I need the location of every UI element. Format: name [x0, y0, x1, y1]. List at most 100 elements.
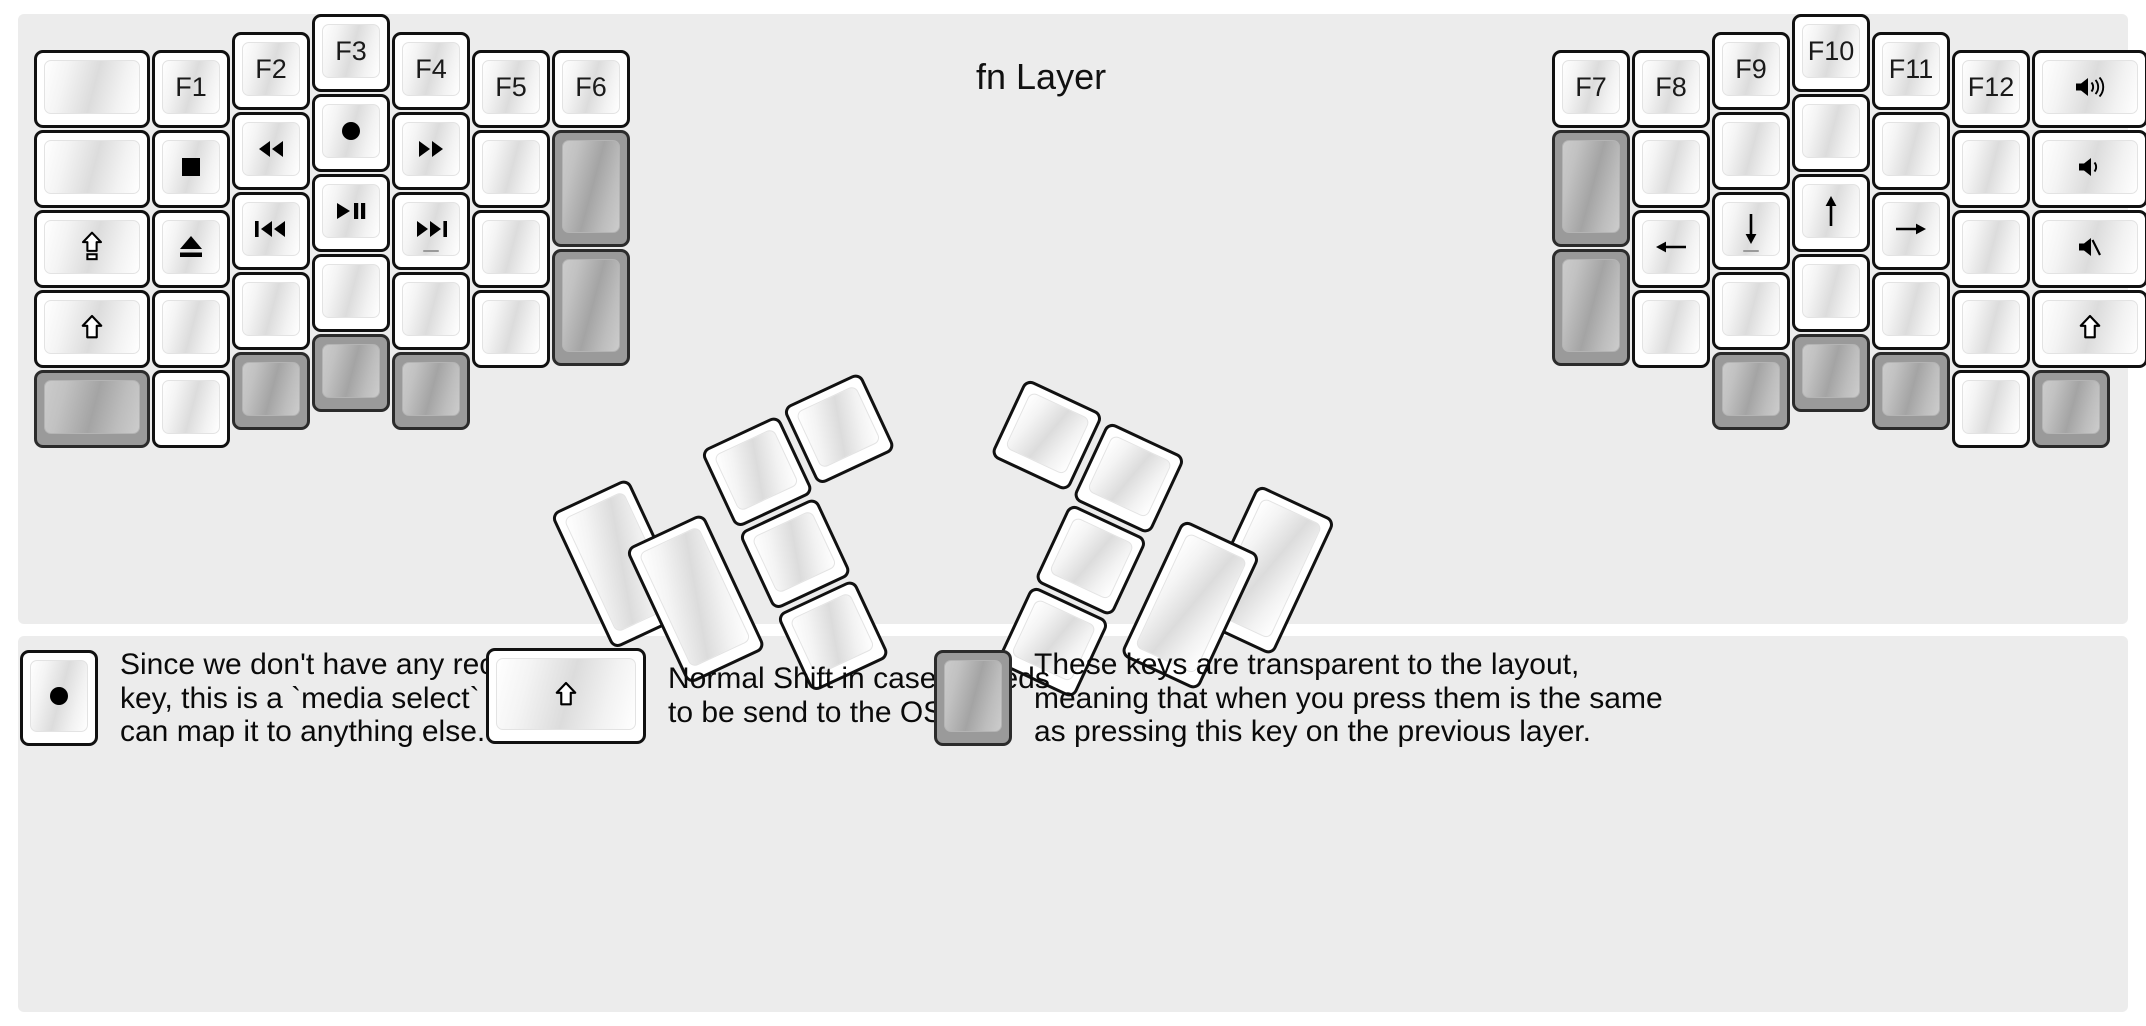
right-col-index-inner-right-key-1[interactable]: F8 — [1632, 50, 1710, 128]
right-col-inner-extra-right-key-3[interactable] — [1552, 249, 1630, 366]
legend-shift: Normal Shift in case it needs to be send… — [486, 648, 1050, 744]
right-col-index-inner-right-key-3[interactable] — [1632, 210, 1710, 288]
left-col-index-key-2[interactable] — [392, 112, 470, 190]
left-col-middle-key-3[interactable] — [312, 174, 390, 252]
left-col-ring-2-key-2[interactable] — [232, 112, 310, 190]
right-col-index-inner-right-key-4[interactable] — [1632, 290, 1710, 368]
legend-shift-text: Normal Shift in case it needs to be send… — [668, 662, 1050, 729]
left-col-pinky-key-4[interactable] — [152, 290, 230, 368]
left-col-pinky-key-3[interactable] — [152, 210, 230, 288]
left-col-inner-extra-key-1[interactable]: F6 — [552, 50, 630, 128]
keycap-face — [322, 184, 380, 238]
left-col-pinky-outer-key-1[interactable] — [34, 50, 150, 128]
keycap-face — [44, 140, 140, 194]
left-col-index-key-3[interactable] — [392, 192, 470, 270]
keycap-face — [1802, 344, 1860, 398]
right-col-inner-extra-right-key-1[interactable]: F7 — [1552, 50, 1630, 128]
left-col-index-key-4[interactable] — [392, 272, 470, 350]
left-col-ring-2-key-1[interactable]: F2 — [232, 32, 310, 110]
legend-record-keycap[interactable] — [20, 650, 98, 747]
keycap-face — [1004, 391, 1091, 476]
keycap-face — [482, 140, 540, 194]
right-col-pinky-right-key-4[interactable] — [1952, 290, 2030, 368]
keycap-face: F10 — [1802, 24, 1860, 78]
right-col-ring-right-key-3[interactable] — [1872, 192, 1950, 270]
keycap-face — [2042, 380, 2100, 434]
keycap-face — [1882, 282, 1940, 336]
keycap-legend-text: F10 — [1807, 35, 1855, 66]
keycap-face — [496, 658, 636, 730]
keycap-face: F3 — [322, 24, 380, 78]
right-col-pinky-outer-right-key-1[interactable] — [2032, 50, 2146, 128]
left-col-pinky-outer-key-3[interactable] — [34, 210, 150, 288]
right-col-pinky-outer-right-key-3[interactable] — [2032, 210, 2146, 288]
page-title: fn Layer — [976, 56, 1107, 97]
left-col-middle-key-2[interactable] — [312, 94, 390, 172]
keycap-face — [242, 282, 300, 336]
right-col-middle-right-key-2[interactable] — [1792, 94, 1870, 172]
right-col-middle-right-key-1[interactable]: F10 — [1792, 14, 1870, 92]
right-col-ring-right-key-5[interactable] — [1872, 352, 1950, 430]
keycap-face: F1 — [162, 60, 220, 114]
right-col-index-right-key-5[interactable] — [1712, 352, 1790, 430]
previous-track-icon — [253, 218, 289, 240]
left-col-pinky-outer-key-4[interactable] — [34, 290, 150, 368]
right-col-pinky-right-key-1[interactable]: F12 — [1952, 50, 2030, 128]
shift-icon — [77, 312, 107, 342]
left-col-inner-extra-key-3[interactable] — [552, 249, 630, 366]
right-col-pinky-right-key-5[interactable] — [1952, 370, 2030, 448]
left-col-pinky-key-5[interactable] — [152, 370, 230, 448]
keycap-face — [322, 104, 380, 158]
keycap-face — [1642, 140, 1700, 194]
left-col-pinky-key-2[interactable] — [152, 130, 230, 208]
right-col-index-right-key-1[interactable]: F9 — [1712, 32, 1790, 110]
left-col-ring-2-key-5[interactable] — [232, 352, 310, 430]
keycap-legend-text: F11 — [1888, 53, 1934, 84]
right-col-pinky-right-key-2[interactable] — [1952, 130, 2030, 208]
keycap-face — [402, 362, 460, 416]
right-col-index-right-key-3[interactable] — [1712, 192, 1790, 270]
right-col-ring-right-key-1[interactable]: F11 — [1872, 32, 1950, 110]
keycap-face — [1802, 264, 1860, 318]
right-col-ring-right-key-2[interactable] — [1872, 112, 1950, 190]
keycap-face — [1962, 220, 2020, 274]
right-col-pinky-right-key-3[interactable] — [1952, 210, 2030, 288]
right-col-pinky-outer-right-key-5[interactable] — [2032, 370, 2110, 448]
right-col-ring-right-key-4[interactable] — [1872, 272, 1950, 350]
keycap-face: F8 — [1642, 60, 1700, 114]
left-col-ring-2-key-4[interactable] — [232, 272, 310, 350]
left-col-index-inner-key-2[interactable] — [472, 130, 550, 208]
left-col-middle-key-4[interactable] — [312, 254, 390, 332]
keycap-face — [44, 300, 140, 354]
right-col-index-inner-right-key-2[interactable] — [1632, 130, 1710, 208]
left-col-inner-extra-key-2[interactable] — [552, 130, 630, 247]
keycap-face — [562, 140, 620, 233]
left-col-pinky-key-1[interactable]: F1 — [152, 50, 230, 128]
left-col-index-key-1[interactable]: F4 — [392, 32, 470, 110]
left-col-index-inner-key-1[interactable]: F5 — [472, 50, 550, 128]
right-col-middle-right-key-5[interactable] — [1792, 334, 1870, 412]
right-col-index-right-key-2[interactable] — [1712, 112, 1790, 190]
left-col-ring-2-key-3[interactable] — [232, 192, 310, 270]
left-col-pinky-outer-key-5[interactable] — [34, 370, 150, 448]
left-col-index-inner-key-3[interactable] — [472, 210, 550, 288]
keycap-face — [562, 259, 620, 352]
keycap-face — [1882, 202, 1940, 256]
right-col-index-right-key-4[interactable] — [1712, 272, 1790, 350]
left-col-middle-key-1[interactable]: F3 — [312, 14, 390, 92]
keycap-face: F2 — [242, 42, 300, 96]
keycap-face — [322, 264, 380, 318]
right-col-middle-right-key-3[interactable] — [1792, 174, 1870, 252]
legend-transparent-keycap[interactable] — [934, 650, 1012, 747]
left-col-index-key-5[interactable] — [392, 352, 470, 430]
left-col-index-inner-key-4[interactable] — [472, 290, 550, 368]
keycap-legend-text: F8 — [1655, 71, 1687, 102]
right-col-pinky-outer-right-key-4[interactable] — [2032, 290, 2146, 368]
left-col-middle-key-5[interactable] — [312, 334, 390, 412]
right-col-inner-extra-right-key-2[interactable] — [1552, 130, 1630, 247]
legend-shift-keycap[interactable] — [486, 648, 646, 744]
right-col-pinky-outer-right-key-2[interactable] — [2032, 130, 2146, 208]
keycap-face — [44, 220, 140, 274]
left-col-pinky-outer-key-2[interactable] — [34, 130, 150, 208]
right-col-middle-right-key-4[interactable] — [1792, 254, 1870, 332]
